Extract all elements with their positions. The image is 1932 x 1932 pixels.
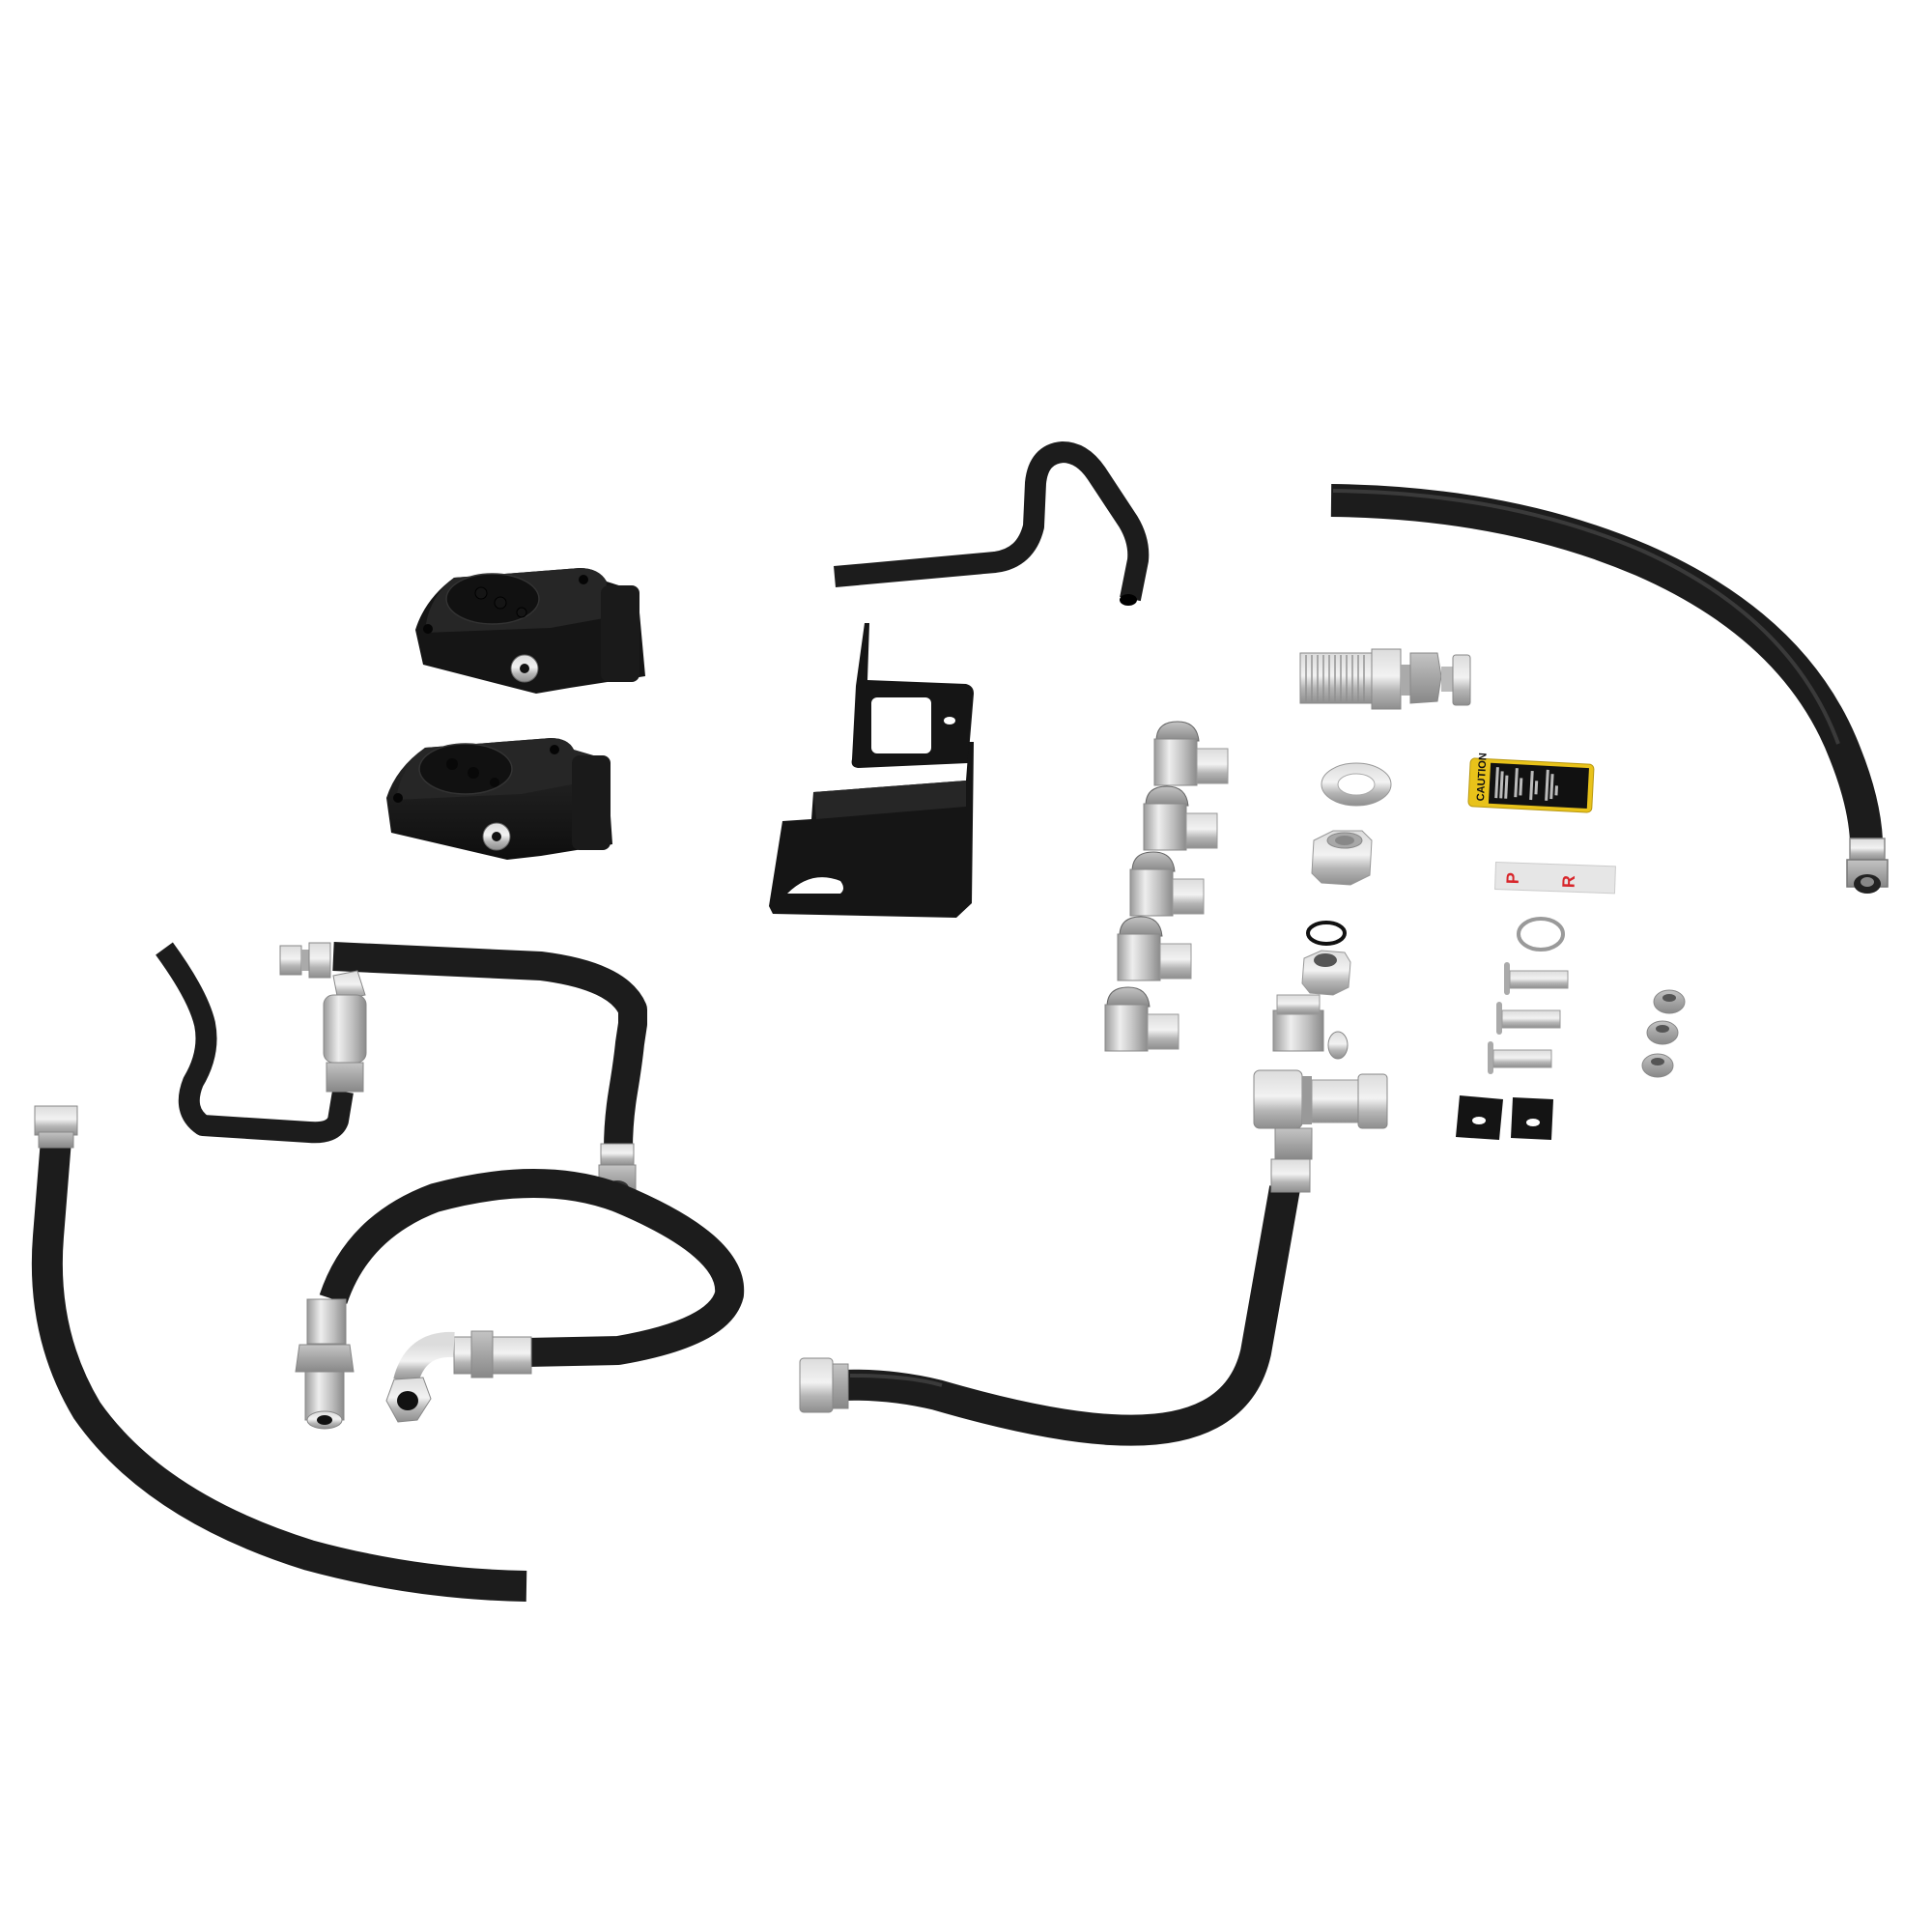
hose-loop-coupler — [295, 1169, 745, 1430]
flange-nut — [1641, 1053, 1674, 1078]
hose-bottom-right — [799, 1185, 1300, 1446]
caution-heading: CAUTION — [1475, 753, 1490, 802]
bulkhead-fitting — [1299, 648, 1471, 710]
rubber-spacer — [1511, 1097, 1553, 1140]
retaining-ring — [1517, 917, 1565, 952]
flange-nut — [1646, 1020, 1679, 1045]
valve-block-upper — [415, 568, 645, 694]
mounting-bracket-large — [769, 742, 974, 918]
port-label-r: R — [1559, 875, 1578, 889]
hose-end-fitting — [1846, 838, 1889, 894]
carriage-bolt — [1496, 1002, 1561, 1035]
elbow-fitting — [1129, 851, 1205, 917]
rubber-spacers — [1456, 1095, 1553, 1140]
caution-decal: CAUTION — [1467, 753, 1595, 813]
mounting-bracket-small — [851, 623, 974, 768]
elbow-fitting — [1104, 986, 1179, 1052]
o-ring — [1306, 921, 1347, 946]
hex-nut — [1311, 830, 1373, 886]
flange-nut — [1653, 989, 1686, 1014]
flat-washer — [1321, 762, 1392, 807]
carriage-bolt — [1504, 962, 1569, 995]
carriage-bolts — [1488, 962, 1569, 1074]
elbow-fittings — [1104, 721, 1229, 1052]
quick-coupler-male — [295, 1298, 355, 1430]
elbow-fitting — [1117, 916, 1192, 981]
hose-long-left — [31, 1105, 527, 1602]
flange-nuts — [1641, 989, 1686, 1078]
elbow-fitting — [1143, 785, 1218, 851]
jam-nut — [1301, 950, 1351, 996]
hose-start-fitting-left — [34, 1105, 78, 1149]
carriage-bolt — [1488, 1041, 1552, 1074]
rubber-spacer — [1456, 1095, 1503, 1140]
elbow-swivel-fitting — [385, 1330, 532, 1423]
port-label-p: P — [1503, 872, 1522, 885]
hose-start-fitting — [799, 1357, 849, 1413]
quick-coupler-middle — [323, 970, 367, 1093]
bent-tube-top — [834, 441, 1150, 606]
valve-block-lower — [386, 738, 612, 860]
port-label-decal: P R — [1494, 862, 1616, 895]
formed-hose-assembly-middle — [156, 942, 647, 1196]
swivel-fitting-top — [279, 942, 331, 979]
elbow-fitting — [1153, 721, 1229, 786]
long-hose-top-right — [1330, 484, 1889, 894]
tee-coupler-assembly — [1253, 994, 1388, 1193]
